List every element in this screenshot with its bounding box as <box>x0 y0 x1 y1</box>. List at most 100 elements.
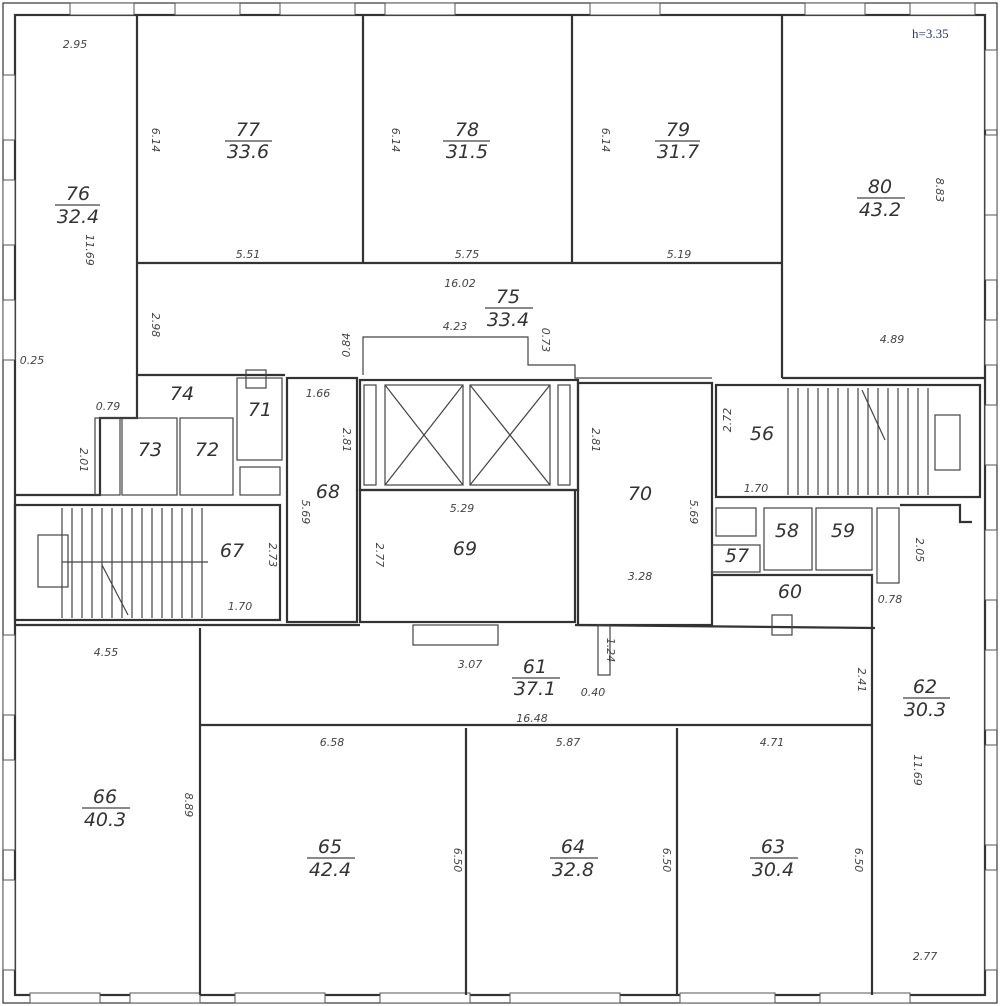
svg-text:1.70: 1.70 <box>744 482 769 495</box>
svg-text:30.4: 30.4 <box>752 859 794 881</box>
interior-walls <box>13 15 985 995</box>
svg-text:5.19: 5.19 <box>667 248 692 261</box>
svg-text:6.50: 6.50 <box>852 848 865 873</box>
svg-text:6.14: 6.14 <box>149 128 162 153</box>
svg-text:2.95: 2.95 <box>63 38 88 51</box>
svg-text:76: 76 <box>66 183 90 205</box>
svg-text:30.3: 30.3 <box>904 699 946 721</box>
svg-text:2.81: 2.81 <box>340 428 353 453</box>
svg-text:0.25: 0.25 <box>20 354 45 367</box>
svg-text:2.77: 2.77 <box>913 950 938 963</box>
svg-text:5.29: 5.29 <box>450 502 475 515</box>
room-59: 59 <box>831 520 855 542</box>
svg-text:4.55: 4.55 <box>94 646 119 659</box>
windows-top <box>69 2 976 16</box>
svg-text:11.69: 11.69 <box>83 234 96 266</box>
room-67: 67 <box>220 540 244 562</box>
svg-text:78: 78 <box>455 119 479 141</box>
svg-text:2.98: 2.98 <box>149 313 162 338</box>
room-71: 71 <box>248 399 272 421</box>
svg-text:0.78: 0.78 <box>878 593 903 606</box>
svg-text:8.83: 8.83 <box>933 178 946 203</box>
svg-text:31.7: 31.7 <box>657 141 699 163</box>
stairs-west <box>37 508 208 618</box>
svg-text:61: 61 <box>523 656 547 678</box>
svg-text:2.77: 2.77 <box>373 543 386 568</box>
room-69: 69 <box>453 538 477 560</box>
svg-text:6.14: 6.14 <box>389 128 402 153</box>
svg-text:2.01: 2.01 <box>77 448 90 473</box>
room-72: 72 <box>195 439 219 461</box>
svg-text:63: 63 <box>761 836 785 858</box>
svg-text:0.40: 0.40 <box>581 686 606 699</box>
svg-text:4.89: 4.89 <box>880 333 905 346</box>
svg-text:77: 77 <box>236 119 260 141</box>
svg-text:2.72: 2.72 <box>721 408 734 433</box>
svg-text:33.4: 33.4 <box>487 309 529 331</box>
room-74: 74 <box>170 383 194 405</box>
svg-text:37.1: 37.1 <box>514 678 556 700</box>
room-60: 60 <box>778 581 802 603</box>
svg-text:8.89: 8.89 <box>182 793 195 818</box>
svg-text:79: 79 <box>666 119 690 141</box>
svg-text:16.48: 16.48 <box>516 712 548 725</box>
svg-text:3.28: 3.28 <box>628 570 653 583</box>
ceiling-height-label: h=3.35 <box>912 26 949 41</box>
room-58: 58 <box>775 520 799 542</box>
svg-text:2.05: 2.05 <box>913 538 926 563</box>
svg-text:31.5: 31.5 <box>446 141 488 163</box>
svg-text:32.8: 32.8 <box>552 859 594 881</box>
svg-text:5.69: 5.69 <box>687 500 700 525</box>
svg-text:6.50: 6.50 <box>451 848 464 873</box>
dimension-labels: 2.95 6.14 6.14 6.14 11.69 5.51 5.75 5.19… <box>20 38 946 963</box>
room-70: 70 <box>628 483 652 505</box>
svg-text:5.75: 5.75 <box>455 248 480 261</box>
svg-text:65: 65 <box>318 836 342 858</box>
svg-text:62: 62 <box>913 676 937 698</box>
stairs-east <box>787 388 961 495</box>
svg-text:4.71: 4.71 <box>760 736 785 749</box>
svg-text:5.51: 5.51 <box>236 248 261 261</box>
room-73: 73 <box>138 439 162 461</box>
svg-text:43.2: 43.2 <box>859 199 901 221</box>
svg-text:33.6: 33.6 <box>227 141 269 163</box>
svg-text:66: 66 <box>93 786 117 808</box>
svg-text:16.02: 16.02 <box>444 277 476 290</box>
svg-text:1.24: 1.24 <box>604 638 617 663</box>
room-56: 56 <box>750 423 774 445</box>
svg-text:2.81: 2.81 <box>589 428 602 453</box>
windows-side <box>2 49 998 971</box>
svg-text:5.87: 5.87 <box>556 736 581 749</box>
windows-bottom <box>29 992 911 1004</box>
svg-text:4.23: 4.23 <box>443 320 468 333</box>
svg-text:11.69: 11.69 <box>911 754 924 786</box>
svg-text:2.73: 2.73 <box>266 543 279 568</box>
svg-text:75: 75 <box>496 286 520 308</box>
svg-text:2.41: 2.41 <box>855 668 868 693</box>
svg-text:5.69: 5.69 <box>299 500 312 525</box>
svg-text:1.66: 1.66 <box>306 387 331 400</box>
room-57: 57 <box>725 545 749 567</box>
svg-text:32.4: 32.4 <box>57 206 99 228</box>
svg-text:6.50: 6.50 <box>660 848 673 873</box>
svg-text:0.73: 0.73 <box>539 328 552 353</box>
svg-text:0.79: 0.79 <box>96 400 121 413</box>
svg-text:42.4: 42.4 <box>309 859 351 881</box>
svg-text:6.14: 6.14 <box>599 128 612 153</box>
svg-text:40.3: 40.3 <box>84 809 126 831</box>
svg-text:80: 80 <box>868 176 892 198</box>
svg-text:64: 64 <box>561 836 585 858</box>
